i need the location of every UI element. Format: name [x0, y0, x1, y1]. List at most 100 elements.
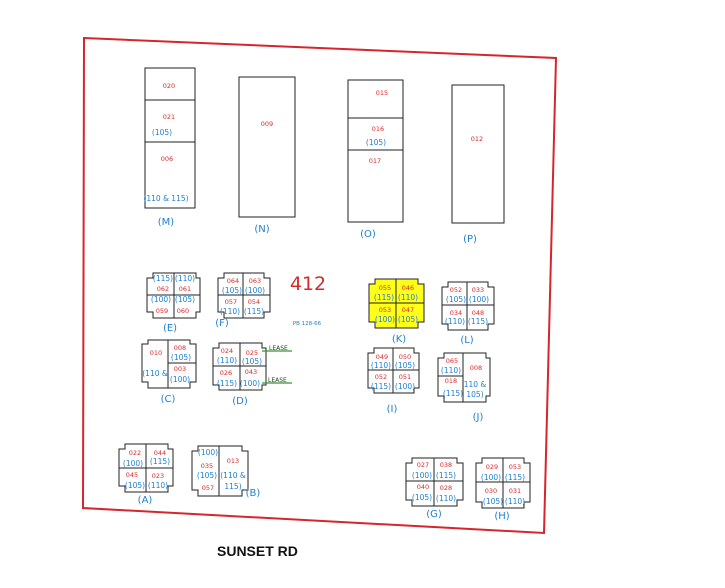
lot-number: 010 [150, 349, 162, 357]
unit-label: (105) [446, 295, 466, 304]
unit-label: (110) [220, 307, 240, 316]
unit-label: (110) [441, 366, 461, 375]
lot-number: 025 [246, 349, 258, 357]
building-label: (L) [460, 335, 473, 346]
building-label: (H) [494, 511, 509, 522]
lot-number: 026 [220, 369, 232, 377]
building-n[interactable]: 009 (N) [238, 76, 296, 235]
building-label: (D) [232, 396, 248, 407]
lot-number: 016 [372, 125, 384, 133]
lot-number: 053 [509, 463, 521, 471]
lot-number: 013 [227, 457, 239, 465]
building-c-lower[interactable]: 027 038 (100) (115) 040 028 (105) (110) … [405, 457, 464, 520]
building-b[interactable]: (100) 035 013 (105) (110 & 057 115) (B) [191, 445, 261, 499]
lot-number: 018 [445, 377, 457, 385]
building-h[interactable]: 029 053 (100) (115) 030 031 (105) (110) … [475, 457, 531, 522]
unit-label: (100) [170, 375, 190, 384]
unit-label: (110) [217, 356, 237, 365]
lot-number: 031 [509, 487, 521, 495]
unit-label: (100) [245, 286, 265, 295]
lot-number: 008 [470, 364, 482, 372]
unit-label: 115) [224, 482, 241, 491]
unit-label: (115) [150, 457, 170, 466]
unit-label: (110 & 115) [143, 194, 188, 203]
unit-label: (110) [371, 361, 391, 370]
lot-number: 028 [440, 484, 452, 492]
lot-number: 047 [402, 306, 414, 314]
unit-label: (115) [217, 379, 237, 388]
building-a[interactable]: 022 044 (100) (115) 045 023 (105) (110) … [118, 443, 174, 506]
unit-label: (105) [171, 353, 191, 362]
lot-number: 006 [161, 155, 173, 163]
unit-label: (100) [469, 295, 489, 304]
unit-label: (115) [244, 307, 264, 316]
unit-label: (110) [445, 317, 465, 326]
lot-number: 064 [227, 277, 239, 285]
building-label: (J) [473, 412, 484, 423]
unit-label: 105) [466, 390, 483, 399]
lot-number: 048 [472, 309, 484, 317]
unit-label: (100) [395, 382, 415, 391]
building-e[interactable]: (115) (110) 062 061 (100) (105) 059 060 … [146, 272, 201, 334]
lot-number: 052 [450, 286, 462, 294]
lease-label-upper: LEASE [269, 345, 288, 352]
unit-label: (100) [481, 473, 501, 482]
property-boundary [81, 36, 558, 535]
building-label: (N) [254, 224, 269, 235]
building-label: (M) [158, 217, 175, 228]
lot-number: 045 [126, 471, 138, 479]
building-j[interactable]: 065 008 (110) 018 110 & 105) (115) (J) [437, 352, 491, 423]
building-c-upper[interactable]: 010 008 (105) (110 & 003 (100) (C) [141, 339, 197, 405]
building-label: (P) [463, 234, 477, 245]
lot-number: 057 [225, 298, 237, 306]
lot-number: 057 [202, 484, 214, 492]
lot-number: 040 [417, 483, 429, 491]
unit-label: (100) [123, 459, 143, 468]
building-i[interactable]: 049 050 (110) (105) 052 051 (115) (100) … [367, 347, 420, 415]
unit-label: (110) [398, 293, 418, 302]
lot-number: 027 [417, 461, 429, 469]
unit-label: (100) [412, 471, 432, 480]
lot-number: 023 [152, 472, 164, 480]
unit-label: (110) [175, 274, 195, 283]
building-m[interactable]: 020 021 (105) 006 (110 & 115) (M) [143, 67, 196, 228]
lot-number: 034 [450, 309, 462, 317]
building-k-highlighted[interactable]: 055 046 (115) (110) 053 047 (100) (105) … [368, 278, 425, 345]
unit-label: (105) [366, 138, 386, 147]
lot-number: 059 [156, 307, 168, 315]
building-label: (G) [426, 509, 442, 520]
unit-label: (115) [505, 473, 525, 482]
building-p[interactable]: 012 (P) [451, 84, 505, 245]
lot-number: 046 [402, 284, 414, 292]
unit-label: (100) [375, 315, 395, 324]
lot-number: 052 [375, 373, 387, 381]
building-d[interactable]: 024 025 (110) (105) 026 043 (115) (100) … [212, 342, 292, 407]
plat-reference: PB 128-66 [293, 321, 322, 327]
lot-number: 051 [399, 373, 411, 381]
parcel-number: 412 [290, 273, 326, 295]
building-label: (B) [246, 488, 261, 499]
unit-label: (110) [148, 481, 168, 490]
lot-number: 053 [379, 306, 391, 314]
unit-label: (115) [468, 317, 488, 326]
lot-number: 015 [376, 89, 388, 97]
unit-label: (110) [436, 494, 456, 503]
unit-label: 110 & [464, 380, 487, 389]
lot-number: 055 [379, 284, 391, 292]
unit-label: (100) [198, 448, 218, 457]
unit-label: (105) [175, 295, 195, 304]
unit-label: (100) [240, 379, 260, 388]
unit-label: (115) [443, 389, 463, 398]
building-o[interactable]: 015 016 (105) 017 (O) [347, 79, 404, 240]
unit-label: (105) [483, 497, 503, 506]
lot-number: 008 [174, 344, 186, 352]
building-l[interactable]: 052 033 (105) (100) 034 048 (110) (115) … [441, 281, 495, 346]
unit-label: (105) [222, 286, 242, 295]
unit-label: (105) [412, 493, 432, 502]
lot-number: 012 [471, 135, 483, 143]
lot-number: 022 [129, 449, 141, 457]
lot-number: 033 [472, 286, 484, 294]
building-label: (C) [161, 394, 176, 405]
building-f[interactable]: 064 063 (105) (100) 057 054 (110) (115) … [215, 272, 271, 329]
